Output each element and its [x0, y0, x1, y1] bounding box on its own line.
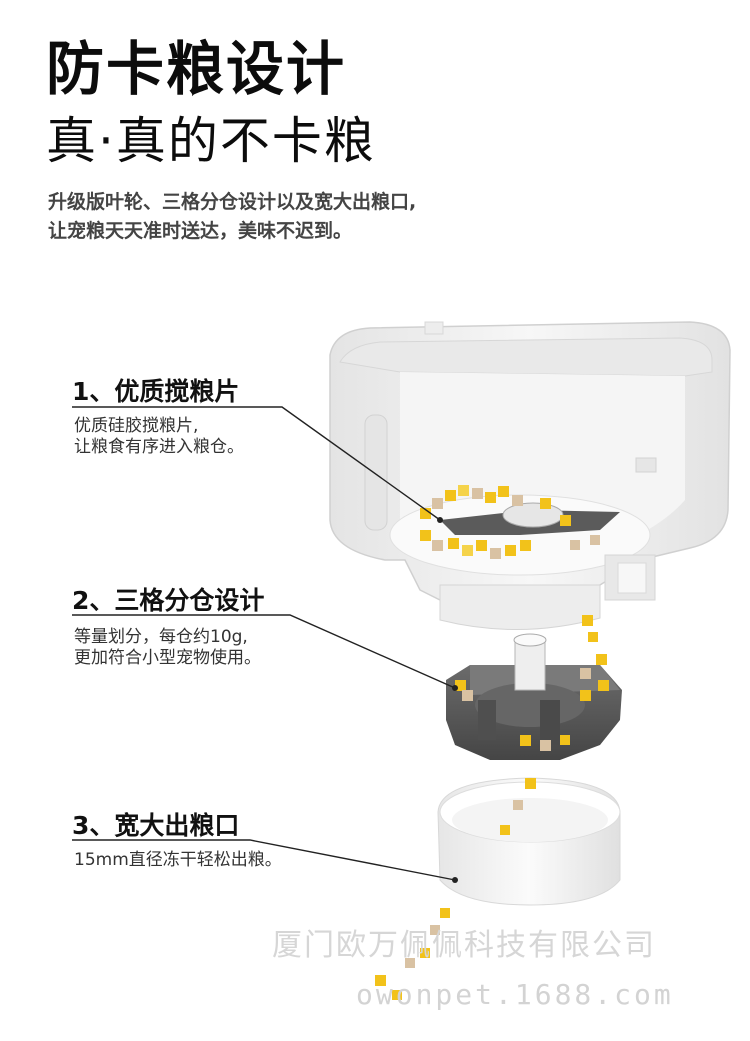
- stirring-blade: [440, 502, 620, 535]
- callout-lines: [72, 406, 456, 881]
- intro-line-1: 升级版叶轮、三格分仓设计以及宽大出粮口,: [48, 191, 417, 213]
- divider-wheel: [446, 633, 622, 760]
- kibble-pieces: [375, 485, 609, 1000]
- intro-description: 升级版叶轮、三格分仓设计以及宽大出粮口, 让宠粮天天准时送达，美味不迟到。: [48, 188, 568, 246]
- hopper-bowl: [329, 321, 731, 631]
- feature-2-line-2: 更加符合小型宠物使用。: [74, 648, 261, 668]
- feature-3-title: 3、宽大出粮口: [72, 811, 240, 840]
- page-subtitle: 真·真的不卡粮: [46, 112, 376, 170]
- feature-1-line-1: 优质硅胶搅粮片,: [74, 416, 199, 436]
- intro-line-2: 让宠粮天天准时送达，美味不迟到。: [48, 220, 353, 242]
- page-title: 防卡粮设计: [46, 35, 347, 103]
- feature-1-title: 1、优质搅粮片: [72, 377, 240, 406]
- feature-1-line-2: 让粮食有序进入粮仓。: [74, 437, 244, 457]
- feature-2-title: 2、三格分仓设计: [72, 586, 265, 615]
- company-watermark: 厦门欧万佩佩科技有限公司: [272, 928, 656, 963]
- site-watermark: owonpet.1688.com: [356, 978, 674, 1011]
- feature-2-line-1: 等量划分，每仓约10g,: [74, 627, 248, 647]
- feature-3-line-1: 15mm直径冻干轻松出粮。: [74, 850, 282, 870]
- outlet-cup: [437, 777, 621, 906]
